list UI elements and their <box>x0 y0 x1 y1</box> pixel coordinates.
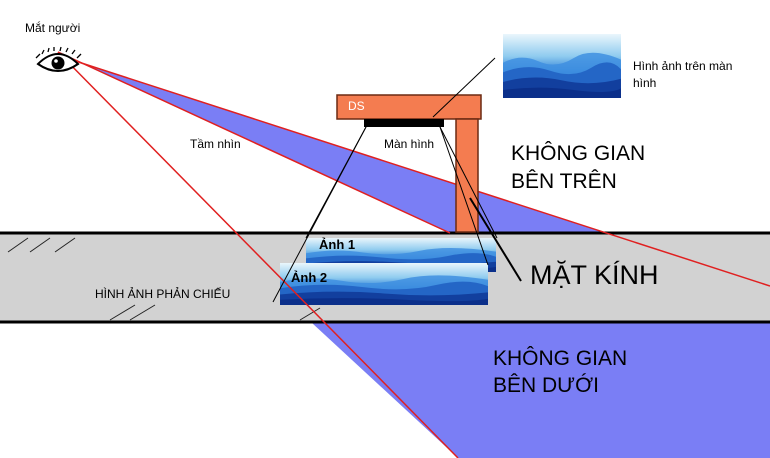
stand-column <box>455 118 479 233</box>
screen-image-label-1: Hình ảnh trên màn <box>633 59 732 73</box>
screen-image <box>503 34 621 98</box>
projection-lines <box>272 57 498 303</box>
screen-panel <box>364 119 444 127</box>
space-above-label-1: KHÔNG GIAN <box>511 142 645 165</box>
eye-label: Mắt người <box>25 20 80 35</box>
image-1-label: Ảnh 1 <box>319 237 355 252</box>
screen-image-label-2: hình <box>633 76 656 90</box>
space-below-label-1: KHÔNG GIAN <box>493 347 627 370</box>
space-below-label-2: BÊN DƯỚI <box>493 374 599 397</box>
view-label: Tầm nhìn <box>190 137 241 151</box>
glass-label: MẶT KÍNH <box>530 260 659 290</box>
space-above-label-2: BÊN TRÊN <box>511 170 617 193</box>
screen-label: Màn hình <box>384 137 434 151</box>
glass-hatching <box>7 237 321 321</box>
eye-icon <box>35 46 82 72</box>
ds-label: DS <box>348 99 365 113</box>
reflection-label: HÌNH ẢNH PHẢN CHIẾU <box>95 286 230 301</box>
sight-lines <box>57 51 770 458</box>
view-area-lower <box>312 323 770 458</box>
image-2-label: Ảnh 2 <box>291 270 327 285</box>
glass-pointer-line <box>469 197 522 282</box>
